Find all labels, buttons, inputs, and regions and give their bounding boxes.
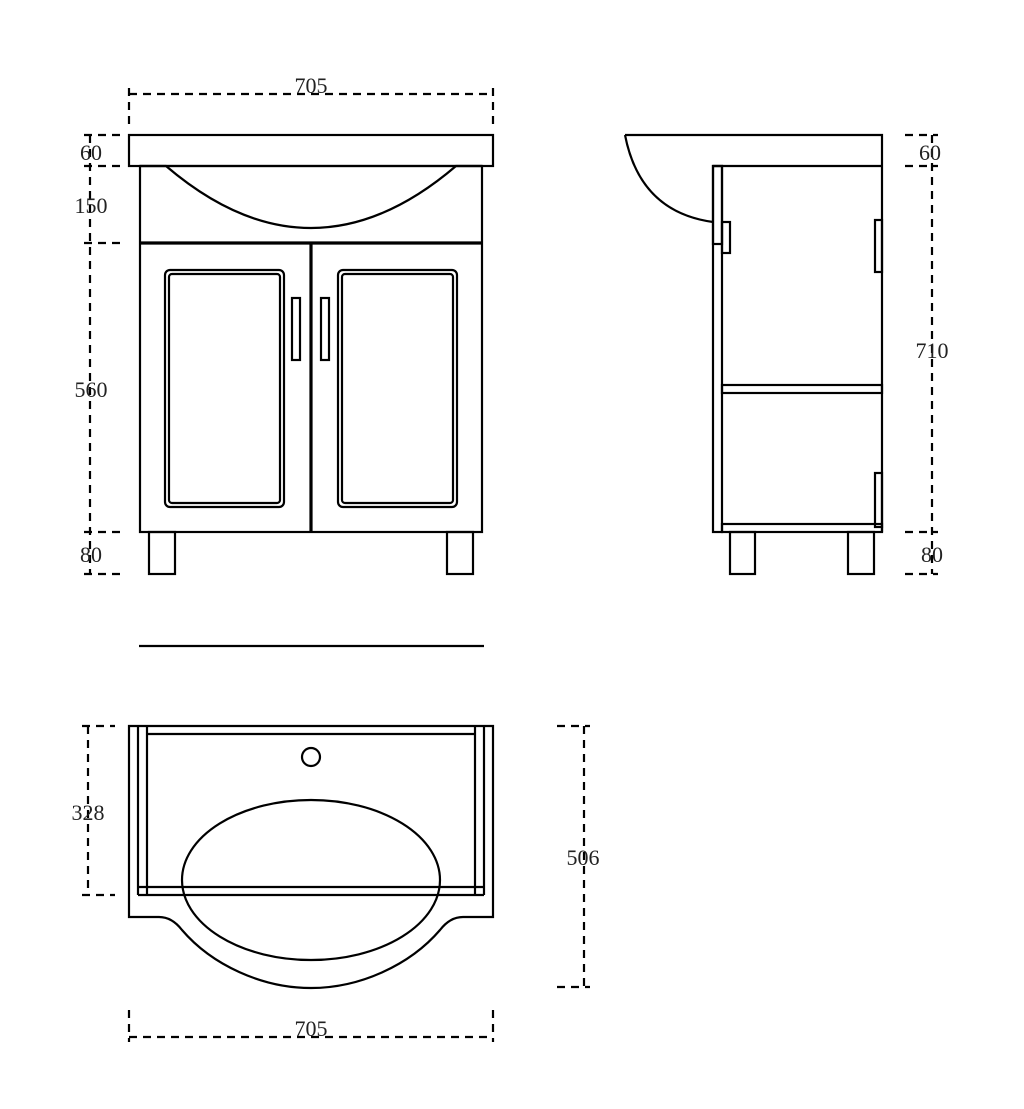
countertop-side [625,133,884,532]
front-view: 705 60 150 560 80 [75,73,495,576]
door-side [711,164,724,534]
dimension-label: 60 [80,140,102,165]
leg [147,530,177,576]
bottom-panel [720,522,884,534]
dimension-label: 60 [919,140,941,165]
dimension-label: 150 [75,193,108,218]
plan-width-dimension: 705 [127,1010,495,1042]
dimension-label: 560 [75,377,108,402]
plan-depth-dimension: 328 [72,724,115,897]
dimension-label: 710 [916,338,949,363]
left-door [163,268,302,509]
dimension-label: 80 [921,542,943,567]
door-handle [720,220,732,255]
shelf [720,383,884,395]
door-handle [319,296,331,362]
basin-bowl [180,798,442,962]
faucet-hole [300,746,322,768]
basin-outline [140,164,482,229]
door-handle [290,296,302,362]
plan-total-depth-dimension: 506 [557,724,600,989]
dimension-label: 705 [295,73,328,98]
basin-profile [623,134,714,224]
leg [728,530,757,576]
dimension-label: 705 [295,1016,328,1041]
leg [846,530,876,576]
dimension-label: 328 [72,800,105,825]
leg [445,530,475,576]
width-dimension: 705 [127,73,495,125]
side-view: 60 710 80 [623,133,949,576]
plan-view: 328 506 705 [72,724,600,1042]
height-dimensions: 60 150 560 80 [75,133,120,576]
side-height-dimensions: 60 710 80 [905,133,949,576]
hinge [873,218,884,274]
dimension-label: 80 [80,542,102,567]
countertop [127,133,495,168]
right-door [319,268,459,509]
hinge [873,471,884,529]
dimension-label: 506 [567,845,600,870]
countertop-outline [127,724,495,990]
